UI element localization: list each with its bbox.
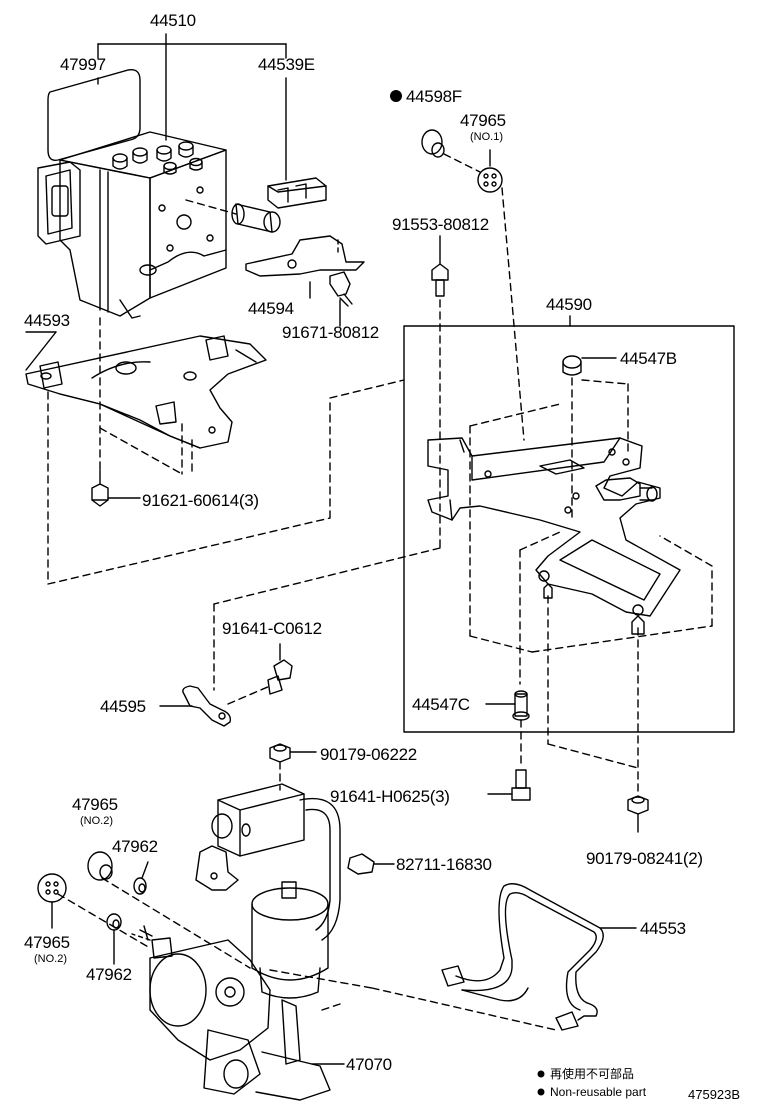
label-47965-no2-upper: 47965	[72, 795, 118, 814]
dashed-grommet	[444, 154, 524, 440]
dashed-44590	[470, 378, 712, 794]
label-82711: 82711-16830	[396, 855, 492, 874]
bolt-91641C	[268, 644, 292, 694]
nut-90179-08241	[628, 796, 648, 832]
box-44590	[404, 326, 734, 732]
clip-44595	[160, 686, 270, 726]
label-44547B: 44547B	[620, 349, 677, 368]
label-44547C: 44547C	[412, 695, 470, 714]
collar-44547C	[486, 691, 529, 766]
label-91671: 91671-80812	[282, 323, 379, 342]
label-44598F: 44598F	[406, 87, 462, 106]
bullet-44598F-icon	[390, 90, 402, 102]
label-44594: 44594	[248, 299, 294, 318]
damper-47965-no2-upper	[88, 852, 112, 880]
label-47962-upper: 47962	[112, 837, 158, 856]
label-47962-lower: 47962	[86, 965, 132, 984]
cushion-44547B	[563, 356, 616, 375]
connector-44539E	[268, 178, 326, 208]
nut-90179-06222	[270, 744, 316, 790]
pump-assembly-47070	[132, 784, 344, 1100]
bracket-44593	[26, 332, 266, 448]
label-no1: (NO.1)	[470, 131, 503, 143]
label-44510: 44510	[150, 11, 196, 30]
damper-47965-no2-lower	[38, 874, 66, 928]
label-47070: 47070	[346, 1055, 392, 1074]
label-91553: 91553-80812	[392, 215, 489, 234]
legend-bullet-jp	[537, 1070, 545, 1078]
label-plate-47997	[48, 70, 140, 161]
legend-text-jp: 再使用不可部品	[550, 1067, 635, 1081]
washer-47962-upper	[134, 862, 148, 894]
bolt-stud-b	[632, 616, 644, 634]
label-90179-08241: 90179-08241(2)	[586, 849, 703, 868]
label-no2-lower: (NO.2)	[34, 953, 67, 965]
bolt-91553	[214, 236, 448, 690]
label-91641-H0625: 91641-H0625(3)	[330, 787, 450, 806]
label-no2-upper: (NO.2)	[80, 815, 113, 827]
label-47965-no2-lower: 47965	[24, 933, 70, 952]
bracket-44594	[246, 236, 364, 326]
label-44595: 44595	[100, 697, 146, 716]
damper-47965-no1	[478, 150, 502, 192]
label-44553: 44553	[640, 919, 686, 938]
label-44539E: 44539E	[258, 55, 315, 74]
abs-actuator	[38, 132, 226, 318]
bracket-44590	[428, 438, 680, 616]
bolt-stud-a	[544, 584, 552, 598]
bolt-91641H	[488, 770, 530, 800]
clip-82711	[348, 854, 394, 874]
dashed-dampers	[58, 878, 556, 1030]
tube-44553	[442, 884, 636, 1030]
label-44593: 44593	[24, 311, 70, 330]
label-91621: 91621-60614(3)	[142, 491, 259, 510]
label-90179-06222: 90179-06222	[320, 745, 417, 764]
label-47965-no1: 47965	[460, 111, 506, 130]
legend-bullet-en	[537, 1088, 545, 1096]
grommet-44598F	[422, 130, 444, 157]
legend-text-en: Non-reusable part	[550, 1085, 647, 1099]
label-47997: 47997	[60, 55, 106, 74]
washer-47962-lower	[107, 914, 121, 964]
label-44590: 44590	[546, 295, 592, 314]
dashed-44593	[48, 318, 404, 584]
label-91641-C0612: 91641-C0612	[222, 619, 322, 638]
pipe-fitting	[186, 200, 280, 232]
diagram-code: 475923B	[688, 1087, 741, 1102]
bolt-91621	[92, 470, 140, 506]
